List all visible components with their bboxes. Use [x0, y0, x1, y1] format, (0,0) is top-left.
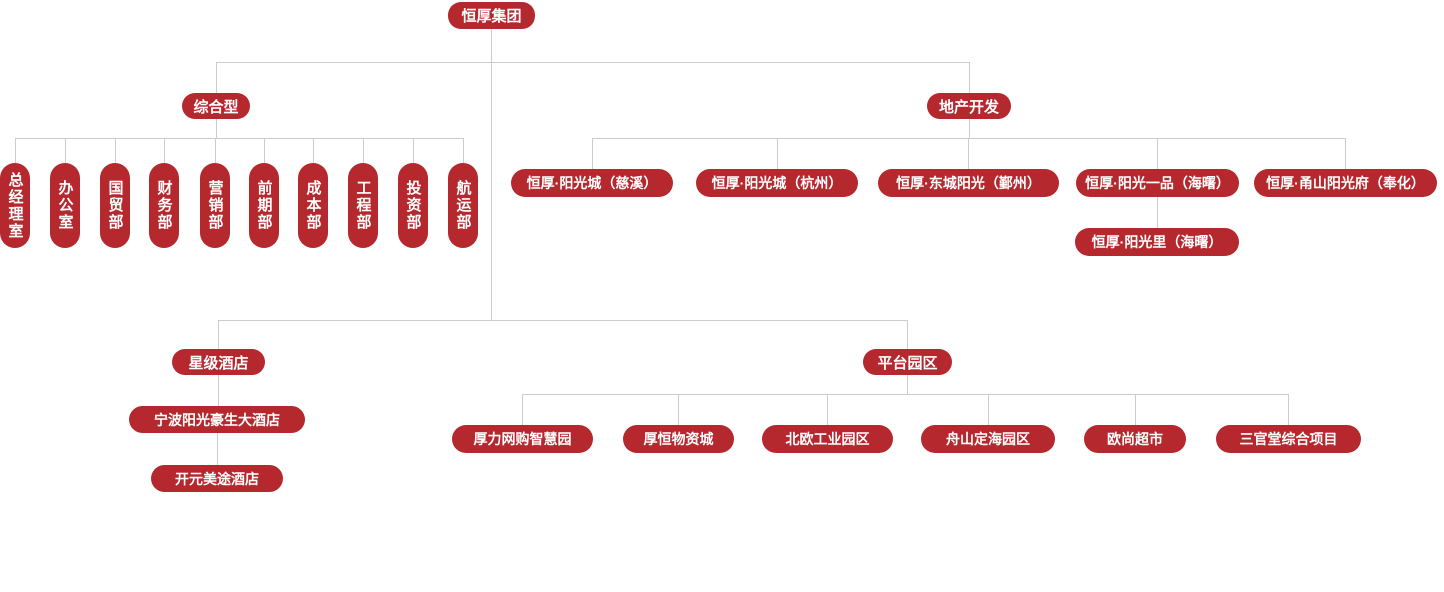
connector-drop-dept: [115, 138, 116, 164]
connector-drop-park: [678, 394, 679, 425]
org-node-park: 厚恒物资城: [623, 425, 734, 453]
connector-real-estate-horizontal: [592, 138, 1346, 139]
org-node-department: 营销部: [200, 163, 230, 248]
connector-drop-hotels: [218, 320, 219, 349]
connector-tier1-horizontal: [216, 62, 970, 63]
connector-real-estate-down: [969, 119, 970, 139]
connector-drop-comprehensive: [216, 62, 217, 93]
org-node-category-comprehensive: 综合型: [182, 93, 250, 119]
connector-hotel-2: [217, 433, 218, 465]
org-node-department: 前期部: [249, 163, 279, 248]
org-node-category-real-estate: 地产开发: [927, 93, 1011, 119]
connector-drop-project: [592, 138, 593, 169]
org-node-department: 工程部: [348, 163, 378, 248]
connector-drop-real-estate: [969, 62, 970, 93]
connector-drop-project: [777, 138, 778, 169]
org-node-project: 恒厚·阳光里（海曙）: [1075, 228, 1239, 256]
connector-drop-project: [1345, 138, 1346, 169]
connector-platform-horizontal: [522, 394, 1289, 395]
connector-hotel-1: [218, 375, 219, 406]
org-node-park: 厚力网购智慧园: [452, 425, 593, 453]
org-node-project: 恒厚·东城阳光（鄞州）: [878, 169, 1059, 197]
org-node-hotel: 开元美途酒店: [151, 465, 283, 492]
connector-drop-park: [1288, 394, 1289, 425]
org-node-root: 恒厚集团: [448, 2, 535, 29]
connector-drop-park: [988, 394, 989, 425]
org-node-department: 财务部: [149, 163, 179, 248]
org-node-park: 欧尚超市: [1084, 425, 1186, 453]
connector-root-vertical: [491, 29, 492, 321]
connector-drop-project: [1157, 138, 1158, 169]
connector-drop-park: [827, 394, 828, 425]
org-node-park: 北欧工业园区: [762, 425, 893, 453]
connector-drop-dept: [15, 138, 16, 164]
org-node-project: 恒厚·阳光一品（海曙）: [1076, 169, 1239, 197]
connector-drop-dept: [313, 138, 314, 164]
connector-drop-dept: [264, 138, 265, 164]
org-node-department: 成本部: [298, 163, 328, 248]
org-node-department: 办公室: [50, 163, 80, 248]
org-node-park: 舟山定海园区: [921, 425, 1055, 453]
connector-drop-project: [968, 138, 969, 169]
connector-comprehensive-down: [216, 119, 217, 139]
org-node-department: 国贸部: [100, 163, 130, 248]
org-node-project: 恒厚·阳光城（慈溪）: [511, 169, 673, 197]
connector-yangguangli: [1157, 197, 1158, 228]
connector-drop-dept: [463, 138, 464, 164]
connector-drop-park: [1135, 394, 1136, 425]
connector-drop-dept: [215, 138, 216, 164]
connector-platform-down: [907, 375, 908, 394]
org-node-project: 恒厚·甬山阳光府（奉化）: [1254, 169, 1437, 197]
org-node-department: 航运部: [448, 163, 478, 248]
org-node-project: 恒厚·阳光城（杭州）: [696, 169, 858, 197]
connector-departments-horizontal: [15, 138, 464, 139]
connector-tier2-horizontal: [218, 320, 908, 321]
connector-drop-dept: [65, 138, 66, 164]
org-node-park: 三官堂综合项目: [1216, 425, 1361, 453]
org-node-department: 投资部: [398, 163, 428, 248]
connector-drop-park: [522, 394, 523, 425]
org-node-department: 总经理室: [0, 163, 30, 248]
connector-drop-dept: [164, 138, 165, 164]
org-node-category-hotels: 星级酒店: [172, 349, 265, 375]
org-node-category-platform: 平台园区: [863, 349, 952, 375]
connector-drop-dept: [363, 138, 364, 164]
org-node-hotel: 宁波阳光豪生大酒店: [129, 406, 305, 433]
connector-drop-dept: [413, 138, 414, 164]
connector-drop-platform: [907, 320, 908, 349]
